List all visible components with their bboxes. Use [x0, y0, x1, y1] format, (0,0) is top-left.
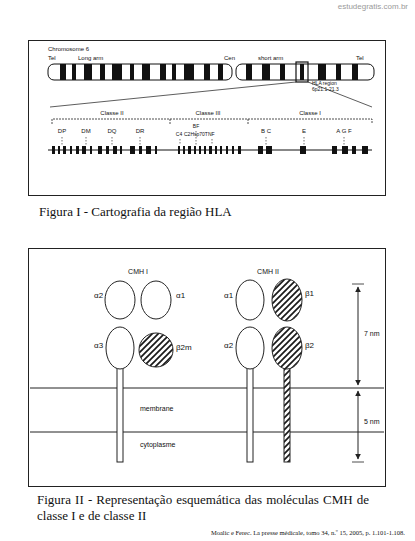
dimension-arrow	[358, 287, 359, 385]
dimension-label: 5 nm	[364, 418, 380, 425]
gene-label: DR	[136, 128, 145, 134]
class-label: Classe I	[299, 110, 321, 116]
class-label: Classe III	[195, 110, 220, 116]
alpha3-domain	[106, 327, 134, 369]
class-i-stalk	[117, 368, 123, 462]
beta-chain-stalk	[284, 368, 290, 462]
arm-label: Tel	[356, 55, 364, 61]
alpha-chain-stalk	[247, 368, 253, 462]
figure-caption: Figura II - Representação esquemática da…	[37, 492, 369, 524]
region-label: cytoplasme	[140, 441, 175, 448]
beta1-domain	[272, 279, 302, 321]
gene-label: BF	[193, 124, 199, 129]
watermark: estudegratis.com.br	[338, 3, 408, 11]
beta2m-domain	[139, 333, 173, 367]
dimension-arrow	[358, 391, 359, 459]
class-brackets	[52, 119, 372, 124]
domain-label: α2	[224, 342, 233, 350]
gene-label: DP	[58, 128, 66, 134]
arm-label: Long arm	[78, 55, 103, 61]
hla-region-marker	[296, 62, 308, 82]
domain-label: α2	[94, 292, 103, 300]
domain-label: α3	[94, 342, 103, 350]
gene-label: B C	[261, 128, 271, 134]
alpha2-domain	[236, 327, 264, 369]
domain-label: α1	[176, 292, 185, 300]
alpha2-domain	[105, 281, 135, 319]
region-label: 6p21.1-21.3	[312, 87, 339, 92]
class-label: Classe II	[100, 110, 123, 116]
molecule-title: CMH I	[128, 268, 148, 275]
gene-label: C4	[176, 132, 182, 137]
gene-label: DQ	[108, 128, 117, 134]
domain-label: β2	[305, 342, 314, 350]
region-label: HLA region	[312, 81, 337, 86]
alpha1-domain	[236, 280, 264, 320]
gene-label: DM	[81, 128, 90, 134]
domain-label: β2m	[176, 344, 192, 352]
region-label: membrane	[140, 405, 173, 412]
figure-frame: Figura II - Representação esquemática da…	[28, 248, 386, 487]
source-note: Moalic e Ferec. La presse médicale, tomo…	[211, 530, 405, 537]
gene-label: A G F	[336, 128, 351, 134]
domain-label: α1	[224, 292, 233, 300]
arm-label: Tel	[48, 55, 56, 61]
chromosome-bands	[60, 64, 358, 80]
figure-caption: Figura I - Cartografia da região HLA	[39, 204, 232, 220]
membrane-bottom	[30, 432, 384, 433]
gene-label: E	[302, 128, 306, 134]
domain-label: β1	[305, 290, 314, 298]
gene-label: C2Hsp70TNF	[184, 132, 215, 137]
alpha1-domain	[141, 281, 171, 319]
dimension-label: 7 nm	[364, 330, 380, 337]
beta2-domain	[272, 327, 302, 369]
molecule-title: CMH II	[257, 268, 279, 275]
arm-label: Cen	[224, 55, 235, 61]
arm-label: short arm	[258, 55, 283, 61]
figure-frame: Figura I - Cartografia da região HLA	[28, 40, 386, 196]
zoom-lines	[50, 82, 372, 107]
membrane-top	[30, 388, 384, 389]
gene-leaders	[62, 131, 344, 145]
dimension-ticks	[352, 284, 364, 462]
chromosome-name: Chromosome 6	[48, 46, 89, 52]
gene-marks	[52, 146, 368, 154]
